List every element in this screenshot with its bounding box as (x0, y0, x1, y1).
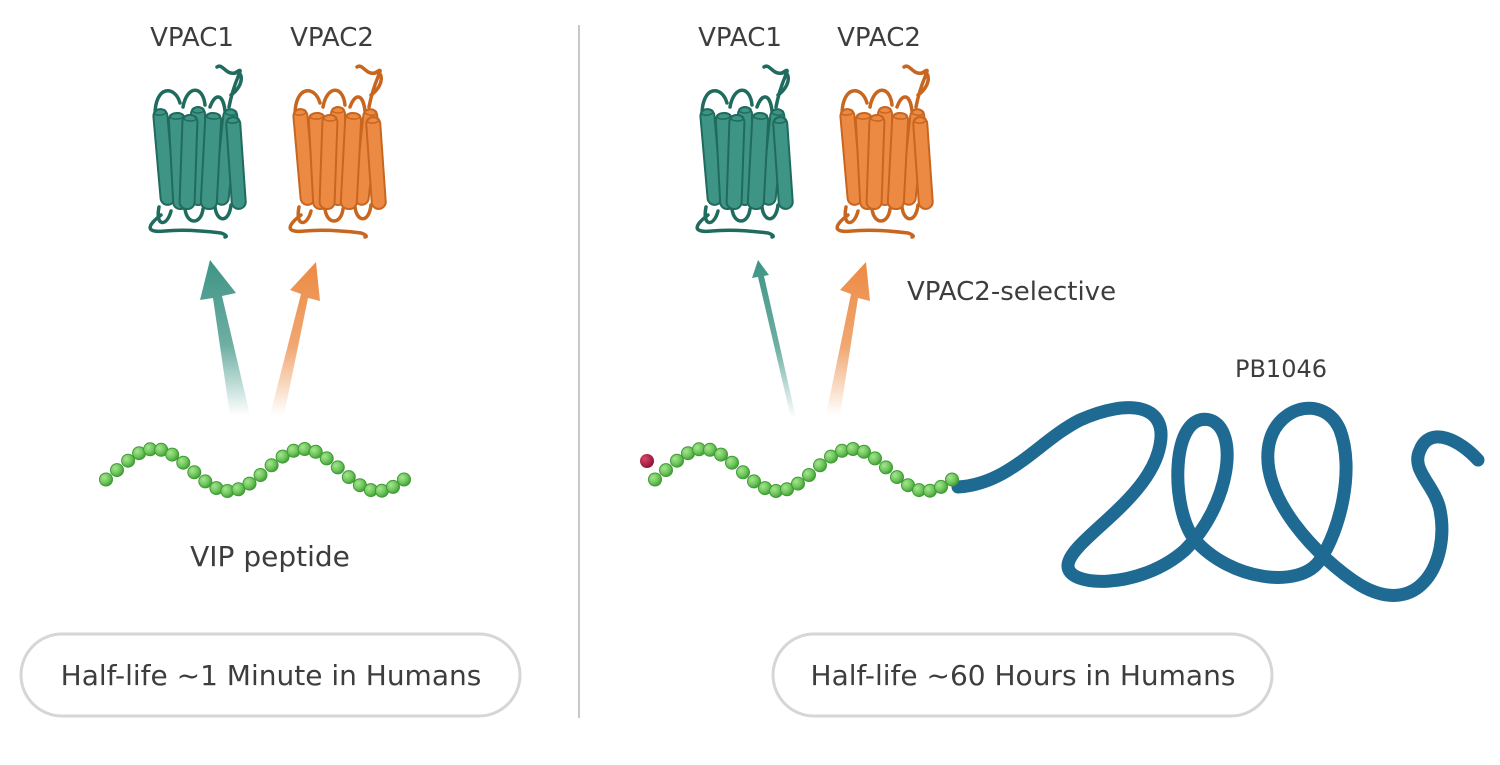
left-panel: VPAC1 VPAC2 VIP peptide Half-life ~1 Min… (19, 23, 522, 718)
left-vpac2-receptor-icon (288, 64, 387, 239)
left-half-life-pill (19, 632, 522, 718)
left-vpac2-label: VPAC2 (290, 23, 374, 53)
right-half-life-pill (771, 632, 1274, 718)
right-vpac1-arrow-icon (752, 260, 796, 418)
right-vpac1-label: VPAC1 (698, 23, 782, 53)
left-vpac2-arrow-icon (270, 262, 320, 415)
right-half-life-label: Half-life ~60 Hours in Humans (811, 659, 1236, 692)
left-half-life-label: Half-life ~1 Minute in Humans (61, 659, 482, 692)
right-vpac2-receptor-icon (835, 64, 934, 239)
peptide-end-cap-icon (640, 454, 654, 468)
right-vpac2-label: VPAC2 (837, 23, 921, 53)
right-polymer-label: PB1046 (1235, 355, 1327, 383)
right-panel: VPAC1 VPAC2 VPAC2-selective PB1046 Half-… (640, 23, 1485, 718)
right-selectivity-label: VPAC2-selective (907, 277, 1116, 307)
left-vpac1-arrow-icon (200, 260, 250, 415)
right-vip-peptide-icon (648, 442, 959, 498)
left-vip-peptide-icon (99, 442, 411, 498)
left-peptide-label: VIP peptide (190, 540, 350, 573)
right-vpac1-receptor-icon (695, 64, 794, 239)
left-vpac1-receptor-icon (148, 64, 247, 239)
left-vpac1-label: VPAC1 (150, 23, 234, 53)
pb1046-polymer-icon (951, 401, 1485, 602)
right-vpac2-arrow-icon (826, 262, 870, 415)
